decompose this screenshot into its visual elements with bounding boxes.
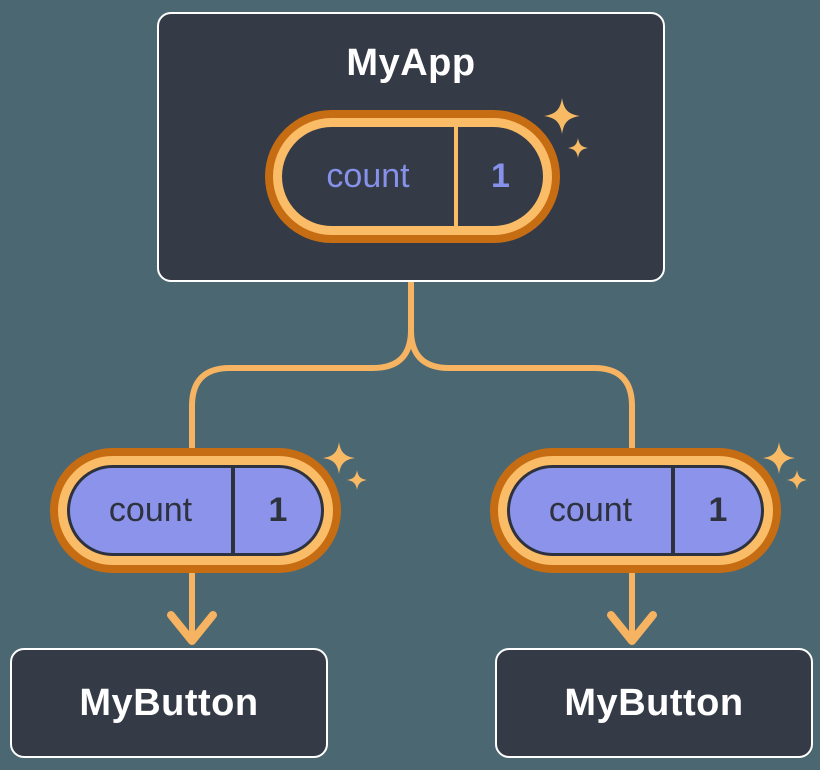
component-node-mybutton-right: MyButton	[495, 648, 813, 758]
prop-value: 1	[268, 491, 288, 529]
prop-pill-right: count 1	[490, 448, 781, 573]
state-name: count	[326, 157, 410, 195]
arrow-down-icon	[167, 611, 217, 645]
prop-name: count	[108, 491, 193, 529]
pill-divider	[671, 468, 675, 553]
arrow-down-icon	[607, 611, 657, 645]
state-value: 1	[491, 157, 510, 195]
prop-value: 1	[708, 491, 728, 529]
pill-divider	[231, 468, 235, 553]
prop-pill-ring: count 1	[498, 456, 773, 565]
prop-pill-ring: count 1	[58, 456, 333, 565]
component-node-mybutton-left: MyButton	[10, 648, 328, 758]
state-pill-myapp: count 1	[265, 110, 560, 243]
connector-right	[408, 279, 635, 639]
component-node-myapp: MyApp count 1	[157, 12, 665, 282]
component-label: MyApp	[346, 42, 476, 84]
connector-left	[189, 279, 414, 639]
pill-divider	[454, 127, 458, 226]
prop-name: count	[548, 491, 633, 529]
state-pill-ring: count 1	[273, 118, 552, 235]
prop-pill-left: count 1	[50, 448, 341, 573]
